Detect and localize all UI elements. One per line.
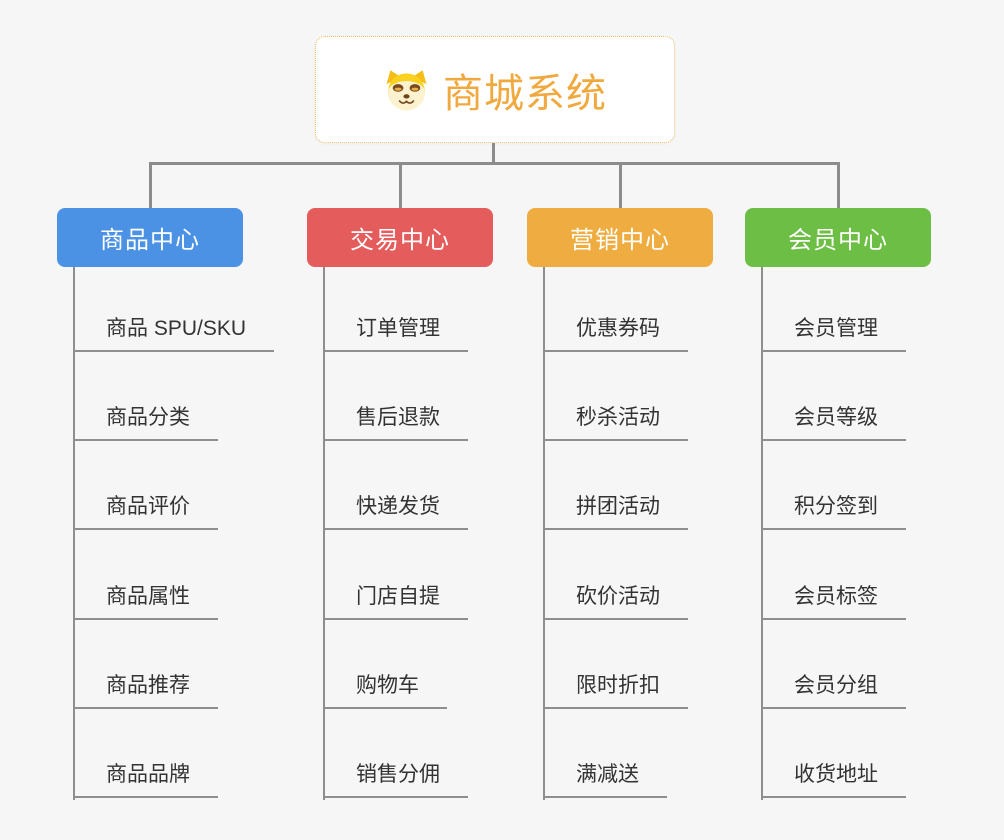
leaf-item[interactable]: 砍价活动 — [543, 572, 688, 620]
leaf-item[interactable]: 拼团活动 — [543, 482, 688, 530]
leaf-label: 商品评价 — [106, 495, 190, 518]
leaf-label: 会员等级 — [794, 406, 878, 429]
branch-drop-line — [837, 162, 840, 208]
leaf-item[interactable]: 优惠券码 — [543, 304, 688, 352]
leaf-item[interactable]: 销售分佣 — [323, 750, 468, 798]
leaf-item[interactable]: 满减送 — [543, 750, 667, 798]
branch-trunk-line — [73, 267, 75, 800]
branch-drop-line — [149, 162, 152, 208]
branch-node[interactable]: 交易中心 — [307, 208, 493, 267]
leaf-item[interactable]: 商品分类 — [73, 393, 218, 441]
leaf-label: 商品推荐 — [106, 674, 190, 697]
leaf-item[interactable]: 商品属性 — [73, 572, 218, 620]
leaf-label: 快递发货 — [356, 495, 440, 518]
leaf-item[interactable]: 商品 SPU/SKU — [73, 304, 275, 352]
leaf-label: 拼团活动 — [576, 495, 660, 518]
leaf-label: 门店自提 — [356, 585, 440, 608]
leaf-label: 限时折扣 — [576, 674, 660, 697]
leaf-item[interactable]: 会员标签 — [761, 572, 906, 620]
leaf-label: 购物车 — [356, 674, 419, 697]
leaf-label: 商品品牌 — [106, 763, 190, 786]
leaf-item[interactable]: 商品推荐 — [73, 661, 218, 709]
leaf-item[interactable]: 售后退款 — [323, 393, 468, 441]
branch-node[interactable]: 商品中心 — [57, 208, 243, 267]
leaf-item[interactable]: 会员等级 — [761, 393, 906, 441]
leaf-item[interactable]: 收货地址 — [761, 750, 906, 798]
leaf-item[interactable]: 订单管理 — [323, 304, 468, 352]
branch-node[interactable]: 会员中心 — [745, 208, 931, 267]
leaf-item[interactable]: 商品品牌 — [73, 750, 218, 798]
branch-label: 营销中心 — [570, 227, 670, 254]
leaf-label: 商品属性 — [106, 585, 190, 608]
dog-face-icon — [383, 68, 430, 111]
leaf-item[interactable]: 会员管理 — [761, 304, 906, 352]
branch-drop-line — [619, 162, 622, 208]
leaf-label: 订单管理 — [356, 317, 440, 340]
leaf-item[interactable]: 会员分组 — [761, 661, 906, 709]
branch-label: 商品中心 — [100, 227, 200, 254]
root-title: 商城系统 — [443, 71, 607, 116]
leaf-label: 会员标签 — [794, 585, 878, 608]
root-stem-line — [492, 143, 495, 165]
branch-trunk-line — [761, 267, 763, 800]
leaf-label: 满减送 — [576, 763, 639, 786]
leaf-label: 商品 SPU/SKU — [106, 317, 247, 340]
leaf-item[interactable]: 限时折扣 — [543, 661, 688, 709]
leaf-item[interactable]: 快递发货 — [323, 482, 468, 530]
leaf-label: 销售分佣 — [356, 763, 440, 786]
branch-drop-line — [399, 162, 402, 208]
leaf-label: 砍价活动 — [576, 585, 660, 608]
leaf-label: 优惠券码 — [576, 317, 660, 340]
branch-bus-line — [149, 162, 840, 165]
branch-label: 交易中心 — [350, 227, 450, 254]
leaf-label: 会员管理 — [794, 317, 878, 340]
leaf-label: 秒杀活动 — [576, 406, 660, 429]
leaf-label: 商品分类 — [106, 406, 190, 429]
leaf-item[interactable]: 门店自提 — [323, 572, 468, 620]
leaf-label: 会员分组 — [794, 674, 878, 697]
root-node[interactable]: 商城系统 — [315, 36, 675, 143]
branch-label: 会员中心 — [788, 227, 888, 254]
leaf-label: 收货地址 — [794, 763, 878, 786]
leaf-item[interactable]: 商品评价 — [73, 482, 218, 530]
leaf-item[interactable]: 秒杀活动 — [543, 393, 688, 441]
leaf-item[interactable]: 积分签到 — [761, 482, 906, 530]
branch-node[interactable]: 营销中心 — [527, 208, 713, 267]
leaf-label: 售后退款 — [356, 406, 440, 429]
leaf-item[interactable]: 购物车 — [323, 661, 447, 709]
leaf-label: 积分签到 — [794, 495, 878, 518]
branch-trunk-line — [543, 267, 545, 800]
branch-trunk-line — [323, 267, 325, 800]
